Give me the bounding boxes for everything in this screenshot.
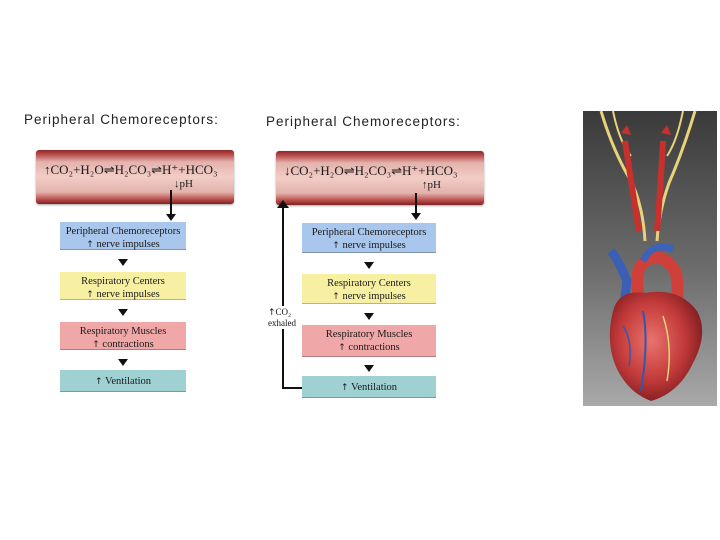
right-box-centers-detail: ↑ nerve impulses <box>302 290 436 304</box>
heart-anatomy-image <box>583 111 717 406</box>
up-arrow-icon: ↑ <box>94 377 103 387</box>
right-blood-vessel: ↓CO₂+H₂O⇌H₂CO₃⇌H⁺+HCO₃ ↑pH <box>276 151 484 205</box>
right-box-muscles-detail-text: contractions <box>348 342 400 353</box>
feedback-loop-bottom-line <box>282 387 302 389</box>
coronary-vein <box>622 325 631 367</box>
right-box-ventilation: ↑ Ventilation <box>302 376 436 398</box>
right-box-muscles-title: Respiratory Muscles <box>325 329 413 340</box>
carotid-bifurcations <box>621 125 671 135</box>
right-box-chemoreceptors-detail: ↑ nerve impulses <box>302 239 436 253</box>
up-arrow-icon: ↑ <box>268 308 276 318</box>
exhaled-label: exhaled <box>268 318 296 328</box>
left-box-chemoreceptors-detail: ↑ nerve impulses <box>60 238 186 252</box>
right-flow-arrow <box>411 213 421 220</box>
left-arrow-3 <box>118 359 128 366</box>
left-ph-label: ↓pH <box>174 178 193 190</box>
right-panel-title: Peripheral Chemoreceptors: <box>266 114 461 129</box>
right-flow-stem <box>415 193 417 215</box>
right-arrow-3 <box>364 365 374 372</box>
aortic-arch <box>631 251 684 302</box>
left-box-chemoreceptors: Peripheral Chemoreceptors ↑ nerve impuls… <box>60 222 186 250</box>
left-blood-vessel: ↑CO₂+H₂O⇌H₂CO₃⇌H⁺+HCO₃ ↓pH <box>36 150 234 204</box>
co2-exhaled-label: ↑CO₂ exhaled <box>266 306 298 329</box>
superior-vena-cava <box>607 248 632 312</box>
left-box-centers: Respiratory Centers ↑ nerve impulses <box>60 272 186 300</box>
feedback-loop-top-arrow <box>277 200 289 208</box>
left-box-chemoreceptors-detail-text: nerve impulses <box>96 239 160 250</box>
right-box-muscles-detail: ↑ contractions <box>302 341 436 355</box>
left-box-muscles-detail: ↑ contractions <box>60 338 186 352</box>
left-box-centers-detail: ↑ nerve impulses <box>60 288 186 302</box>
up-arrow-icon: ↑ <box>86 240 94 250</box>
right-box-chemoreceptors-title: Peripheral Chemoreceptors <box>311 227 427 238</box>
right-box-centers: Respiratory Centers ↑ nerve impulses <box>302 274 436 304</box>
left-arrow-1 <box>118 259 128 266</box>
left-carotid-artery <box>622 140 642 232</box>
coronary-fat-line <box>662 315 670 382</box>
coronary-vessel <box>640 310 647 392</box>
up-arrow-icon: ↑ <box>332 292 340 302</box>
left-box-muscles: Respiratory Muscles ↑ contractions <box>60 322 186 350</box>
right-box-ventilation-title: Ventilation <box>350 382 398 393</box>
up-arrow-icon: ↑ <box>92 340 100 350</box>
left-equation: ↑CO₂+H₂O⇌H₂CO₃⇌H⁺+HCO₃ <box>44 162 218 177</box>
right-carotid-artery <box>654 140 666 232</box>
co2-label: CO₂ <box>275 307 292 317</box>
right-equation: ↓CO₂+H₂O⇌H₂CO₃⇌H⁺+HCO₃ <box>284 163 458 178</box>
right-box-centers-title: Respiratory Centers <box>327 278 411 289</box>
up-arrow-icon: ↑ <box>332 241 340 251</box>
nerve-branch-right <box>666 111 684 157</box>
right-arrow-1 <box>364 262 374 269</box>
left-arrow-2 <box>118 309 128 316</box>
up-arrow-icon: ↑ <box>340 383 349 393</box>
heart-body <box>609 291 703 401</box>
right-box-muscles: Respiratory Muscles ↑ contractions <box>302 325 436 357</box>
feedback-loop-left-line <box>282 204 284 389</box>
left-flow-arrow <box>166 214 176 221</box>
right-arrow-2 <box>364 313 374 320</box>
left-box-ventilation: ↑ Ventilation <box>60 370 186 392</box>
up-arrow-icon: ↑ <box>86 290 94 300</box>
left-box-chemoreceptors-title: Peripheral Chemoreceptors <box>65 226 181 237</box>
left-flow-stem <box>170 190 172 216</box>
left-box-centers-title: Respiratory Centers <box>81 276 165 287</box>
right-box-centers-detail-text: nerve impulses <box>342 291 406 302</box>
left-box-muscles-detail-text: contractions <box>102 339 154 350</box>
left-box-centers-detail-text: nerve impulses <box>96 289 160 300</box>
left-box-ventilation-title: Ventilation <box>104 376 152 387</box>
up-arrow-icon: ↑ <box>338 343 346 353</box>
left-panel-title: Peripheral Chemoreceptors: <box>24 112 219 127</box>
right-ph-label: ↑pH <box>422 179 441 191</box>
right-box-chemoreceptors: Peripheral Chemoreceptors ↑ nerve impuls… <box>302 223 436 253</box>
pulmonary-artery <box>639 243 675 263</box>
right-box-chemoreceptors-detail-text: nerve impulses <box>342 240 406 251</box>
left-box-muscles-title: Respiratory Muscles <box>79 326 167 337</box>
